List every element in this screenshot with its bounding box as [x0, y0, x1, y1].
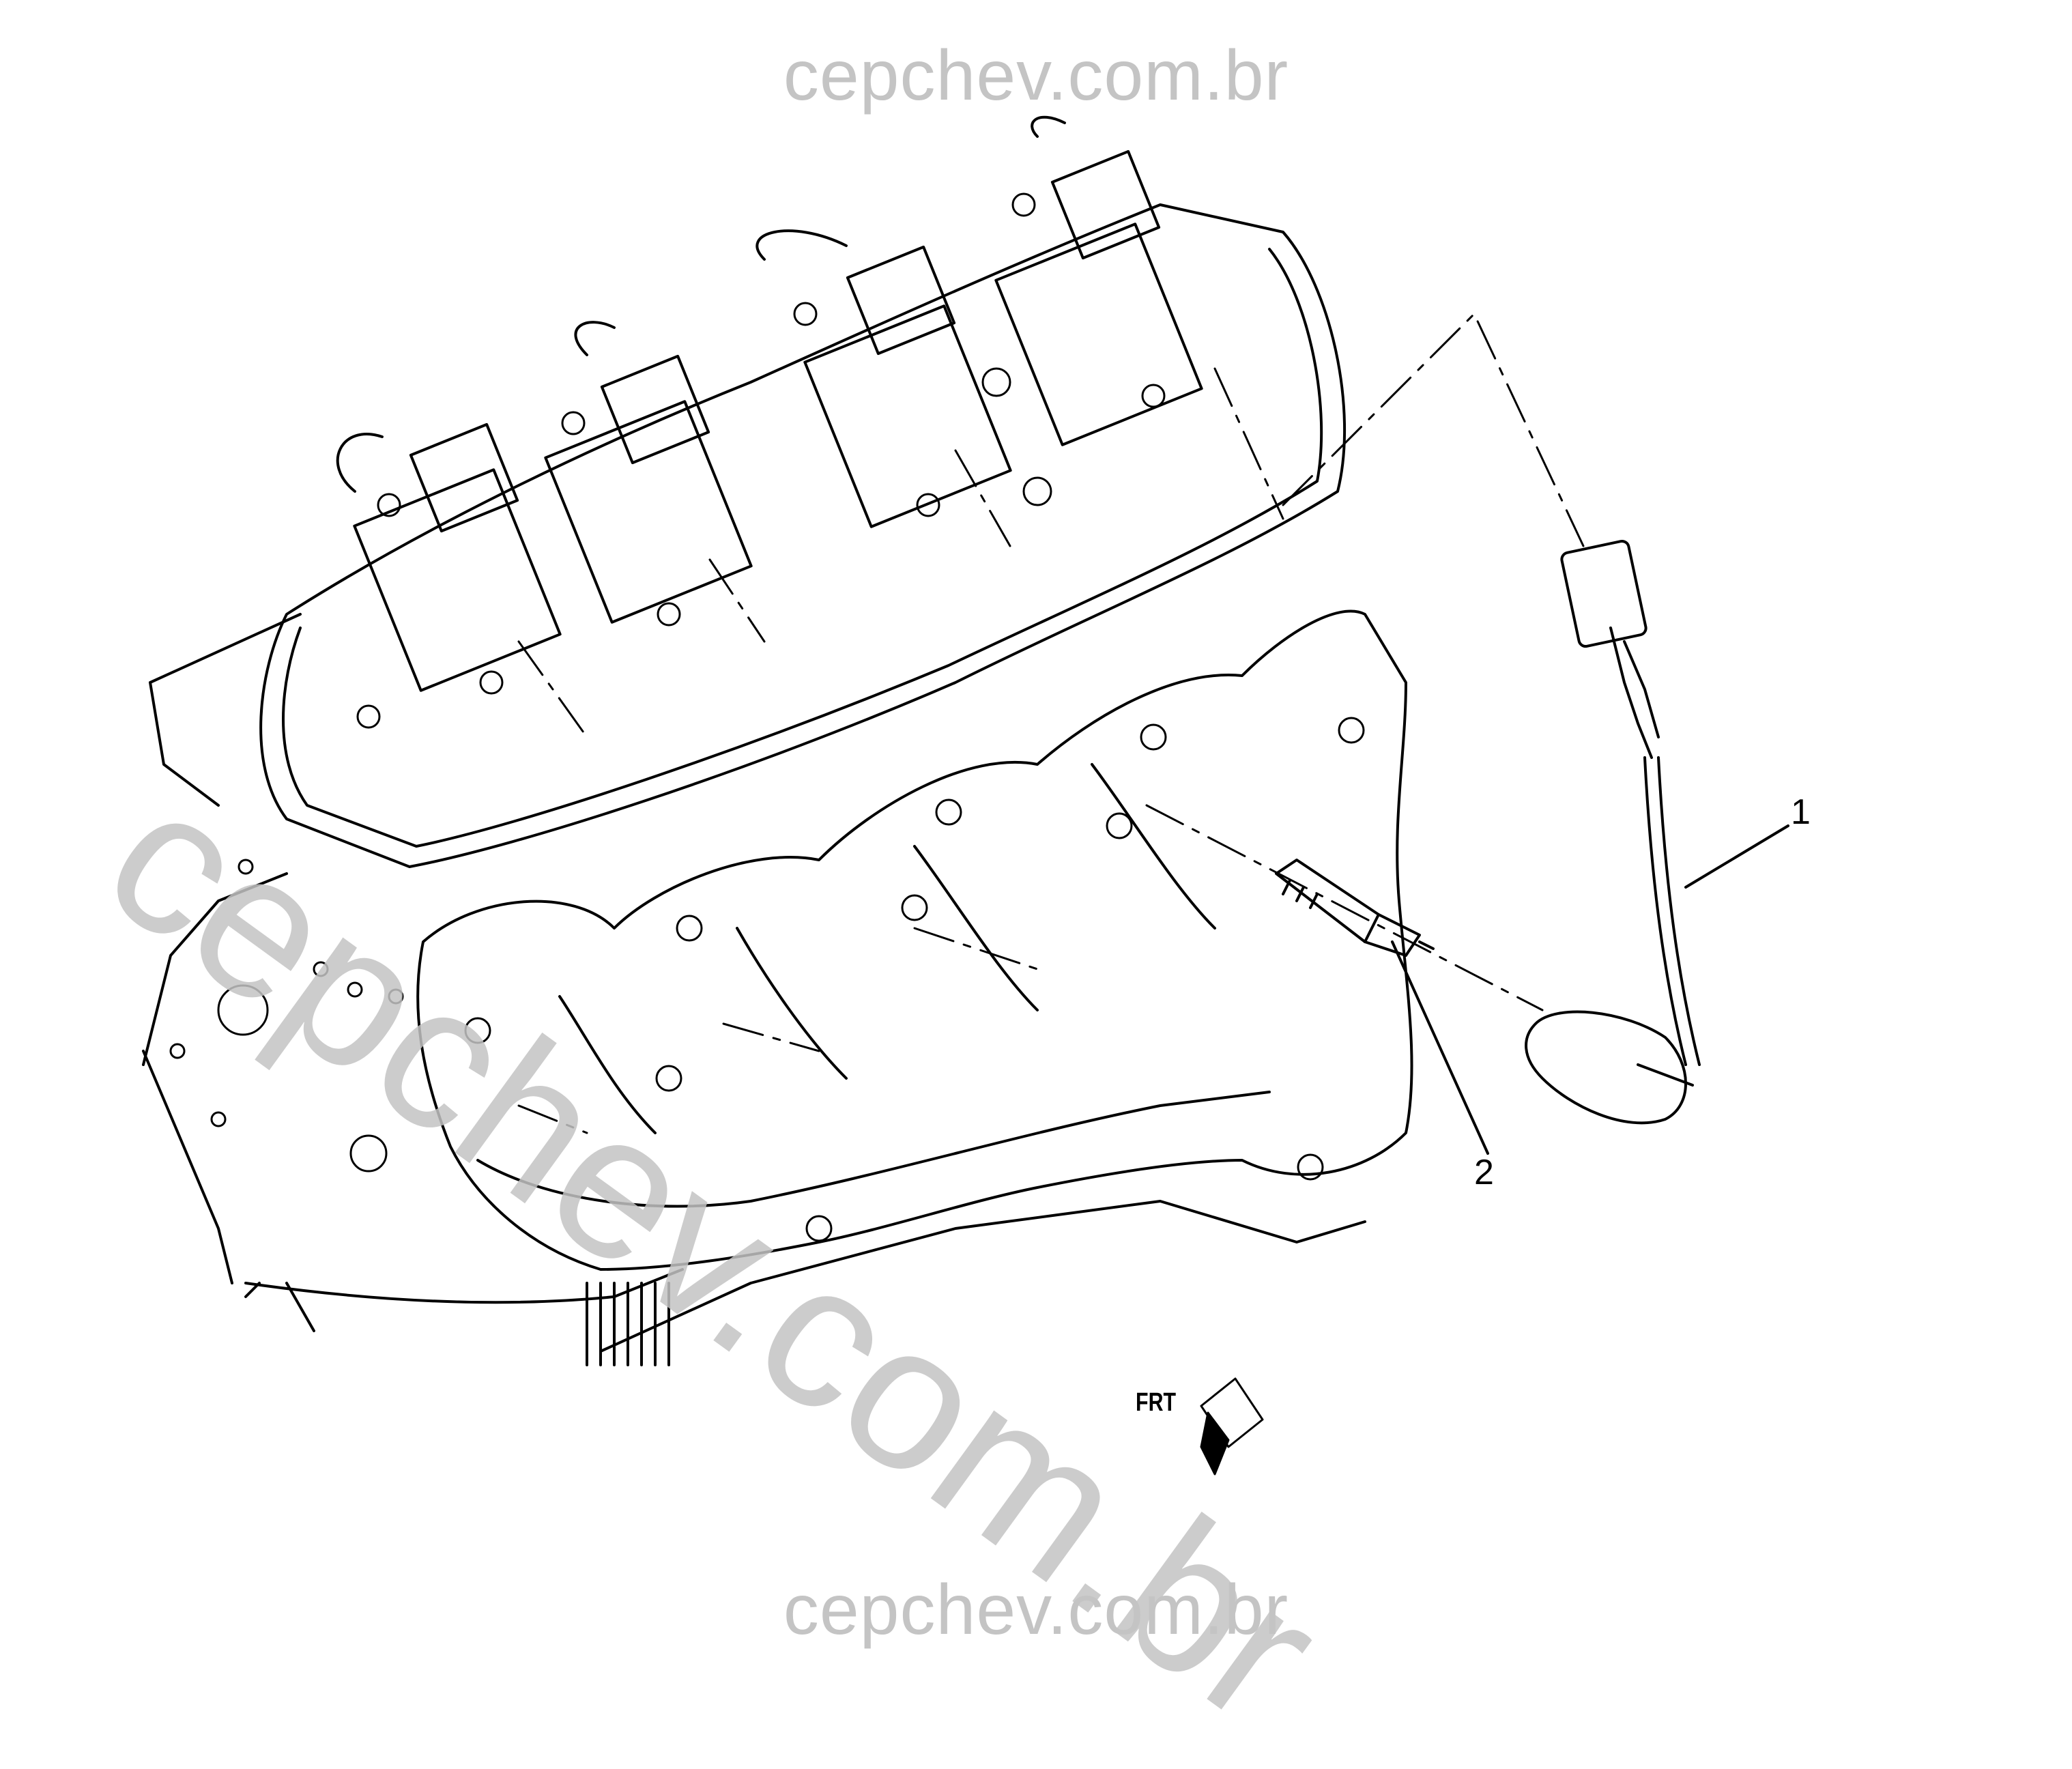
block-bolts [169, 859, 404, 1173]
coil-pack-2 [544, 321, 753, 624]
callout-label-1: 1 [1791, 792, 1811, 832]
frt-label: FRT [1136, 1388, 1177, 1417]
valve-cover-bolts [356, 192, 1166, 729]
coil-pack-4 [994, 115, 1203, 446]
spark-plug [1275, 859, 1435, 957]
engine-block-side [142, 613, 315, 1332]
coil-pack-3 [756, 229, 1012, 528]
engine-diagram: cepchev.com.br cepchev.com.br cepchev.co… [68, 36, 1811, 1766]
valve-cover-outline [259, 203, 1347, 868]
leader-line-2 [1391, 940, 1489, 1155]
block-ribs [586, 1282, 670, 1366]
exploded-view-lines [517, 313, 1585, 1134]
valve-cover-inner [282, 248, 1323, 848]
callout-label-2: 2 [1474, 1153, 1494, 1192]
spark-plug-wire [1525, 539, 1701, 1125]
block-lower-edge [244, 1200, 1366, 1353]
leader-line-1 [1684, 824, 1789, 889]
manifold-flange [476, 1091, 1271, 1208]
coil-pack-1 [336, 422, 562, 692]
manifold-runners [558, 763, 1216, 1134]
engine-line-drawing [142, 115, 1789, 1476]
watermark-top: cepchev.com.br [783, 36, 1289, 115]
manifold-bolts [464, 717, 1365, 1242]
watermark-bottom: cepchev.com.br [783, 1570, 1289, 1650]
exhaust-manifold [416, 609, 1413, 1271]
frt-arrow-icon [1200, 1377, 1264, 1476]
